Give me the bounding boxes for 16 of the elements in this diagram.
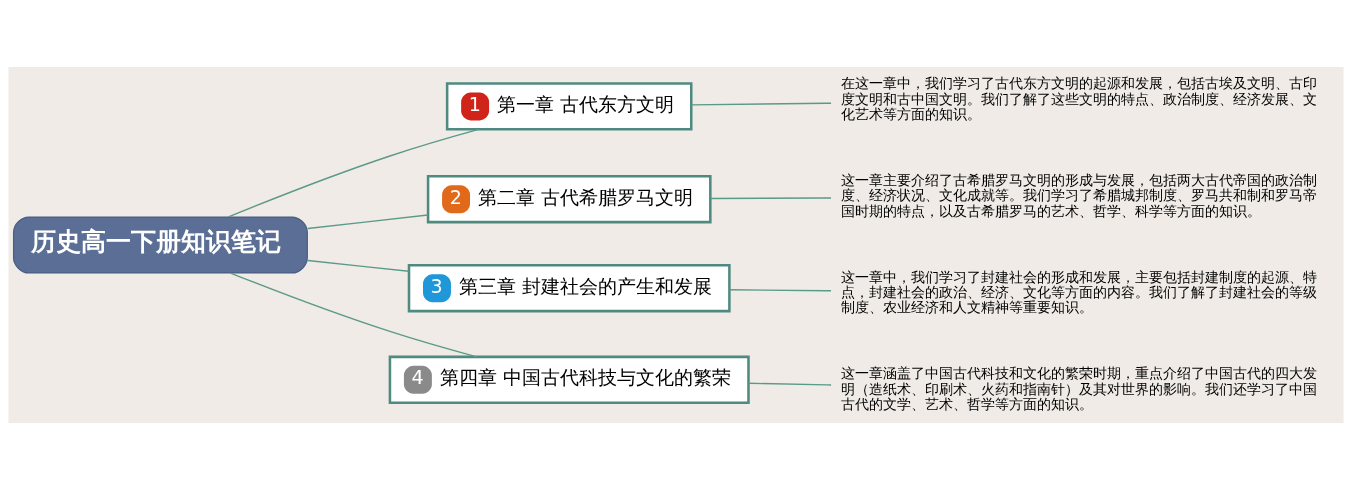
- node-box: 历史高一下册知识笔记: [12, 216, 308, 274]
- node-text: 这一章主要介绍了古希腊罗马文明的形成与发展，包括两大古代帝国的政治制度、经济状况、文化成就等。我们学习了希腊城邦制度、罗马共和制和罗马帝国时期的特点，以及古希腊罗马的艺术、哲学、科学等方面的知识。: [841, 171, 1318, 219]
- connector: [748, 382, 832, 386]
- node-text: 在这一章中，我们学习了古代东方文明的起源和发展，包括古埃及文明、古印度文明和古中国文明。我们了解了这些文明的特点、政治制度、经济发展、文化艺术等方面的知识。: [841, 75, 1318, 122]
- node-box: 2 第二章 古代希腊罗马文明: [426, 175, 712, 224]
- node-box: 4 第四章 中国古代科技与文化的繁荣: [388, 355, 750, 404]
- connector: [728, 289, 832, 292]
- connector: [690, 102, 832, 106]
- connector: [307, 259, 410, 272]
- connector: [709, 197, 832, 200]
- connector: [307, 214, 429, 230]
- node-text: 这一章中，我们学习了封建社会的形成和发展，主要包括封建制度的起源、特点，封建社会的政治、经济、文化等方面的内容。我们了解了封建社会的等级制度、农业经济和人文精神等重要知识。: [841, 268, 1318, 316]
- node-box: 3 第三章 封建社会的产生和发展: [407, 264, 731, 313]
- node-text: 这一章涵盖了中国古代科技和文化的繁荣时期，重点介绍了中国古代的四大发明（造纸术、印刷术、火药和指南针）及其对世界的影响。我们还学习了中国古代的文学、艺术、哲学等方面的知识。: [841, 365, 1318, 412]
- connector: [227, 128, 480, 218]
- node-box: 1 第一章 古代东方文明: [445, 82, 693, 131]
